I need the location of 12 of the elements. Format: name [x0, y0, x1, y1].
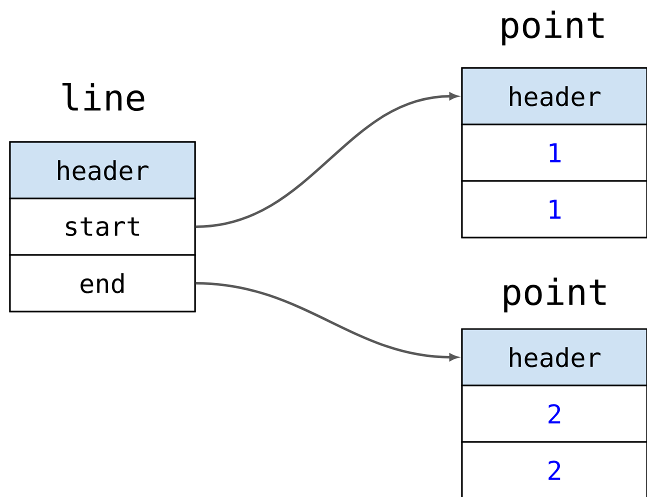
field-cell: end	[9, 254, 196, 312]
table-title: line	[62, 82, 144, 112]
header-cell: header	[9, 141, 196, 200]
table-title: point	[504, 278, 606, 312]
value-cell: 2	[461, 441, 647, 497]
value-cell: 1	[461, 124, 647, 182]
value-cell: 1	[461, 180, 647, 238]
header-cell: header	[461, 67, 647, 126]
table-title: point	[502, 10, 604, 46]
value-cell: 2	[461, 384, 647, 443]
field-cell: start	[9, 198, 196, 256]
header-cell: header	[461, 328, 647, 386]
